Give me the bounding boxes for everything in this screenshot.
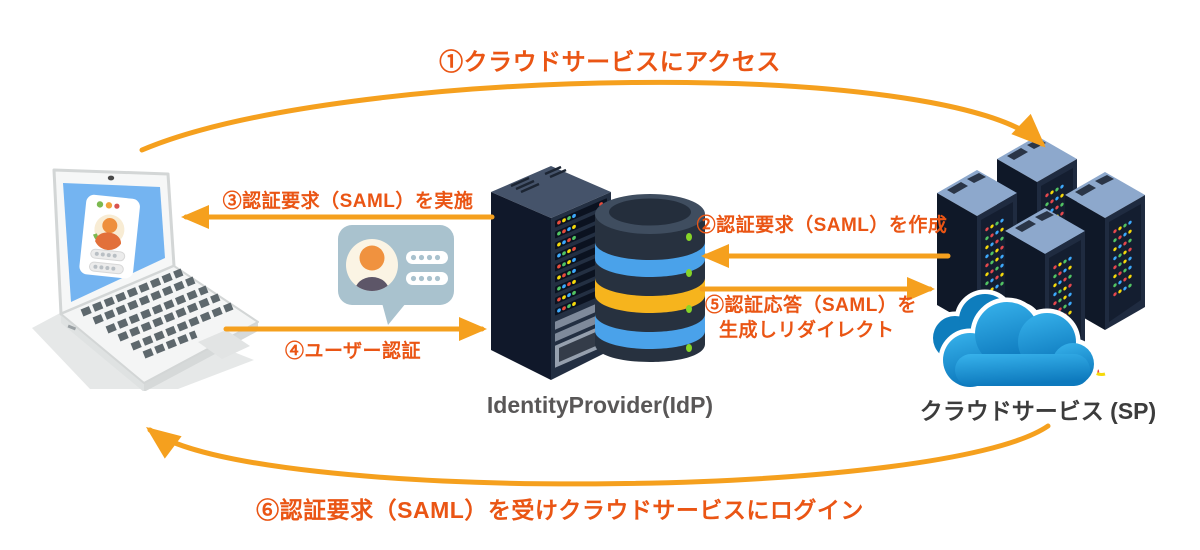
vents — [510, 165, 567, 194]
login-window — [79, 194, 140, 279]
arrow-step1-access — [139, 79, 1046, 153]
sp-label: クラウドサービス (SP) — [919, 398, 1157, 424]
password-dots — [406, 251, 448, 285]
touchpad — [198, 330, 250, 359]
laptop-icon — [32, 168, 259, 391]
step5-label-line1: ⑤認証応答（SAML）を — [705, 295, 917, 316]
laptop-base — [60, 265, 259, 391]
status-led — [686, 269, 692, 277]
webcam-icon — [107, 175, 115, 181]
panel-screen — [559, 328, 603, 362]
led-slots — [555, 198, 607, 368]
arrow-step6-login — [145, 423, 1051, 487]
database-icon — [595, 194, 705, 362]
credentials-speech-bubble-icon — [338, 225, 454, 325]
drive-slot — [555, 299, 607, 330]
status-led — [686, 233, 692, 241]
laptop-lid — [52, 168, 176, 316]
password-fields — [88, 248, 126, 275]
server-cluster-and-cloud-icon — [928, 128, 1175, 392]
step2-label: ②認証要求（SAML）を作成 — [696, 215, 948, 236]
idp-server-rack — [491, 165, 611, 380]
step5-label: ⑤認証応答（SAML）を 生成しリダイレクト — [705, 293, 917, 343]
step3-label: ③認証要求（SAML）を実施 — [222, 191, 474, 212]
keyboard — [80, 268, 234, 359]
step5-label-line2: 生成しリダイレクト — [719, 320, 895, 341]
status-led — [686, 344, 692, 352]
port — [67, 324, 77, 331]
drive-slot — [555, 311, 607, 342]
step6-label: ⑥認証要求（SAML）を受けクラウドサービスにログイン — [256, 497, 864, 523]
step4-label: ④ユーザー認証 — [284, 341, 422, 362]
user-avatar-icon — [346, 239, 398, 291]
status-led — [686, 305, 692, 313]
cloud-icon — [928, 289, 1099, 392]
step1-label: ①クラウドサービスにアクセス — [439, 49, 781, 76]
server-rack-and-database-icon — [491, 165, 705, 380]
idp-label: IdentityProvider(IdP) — [486, 392, 714, 418]
avatar — [92, 214, 125, 250]
